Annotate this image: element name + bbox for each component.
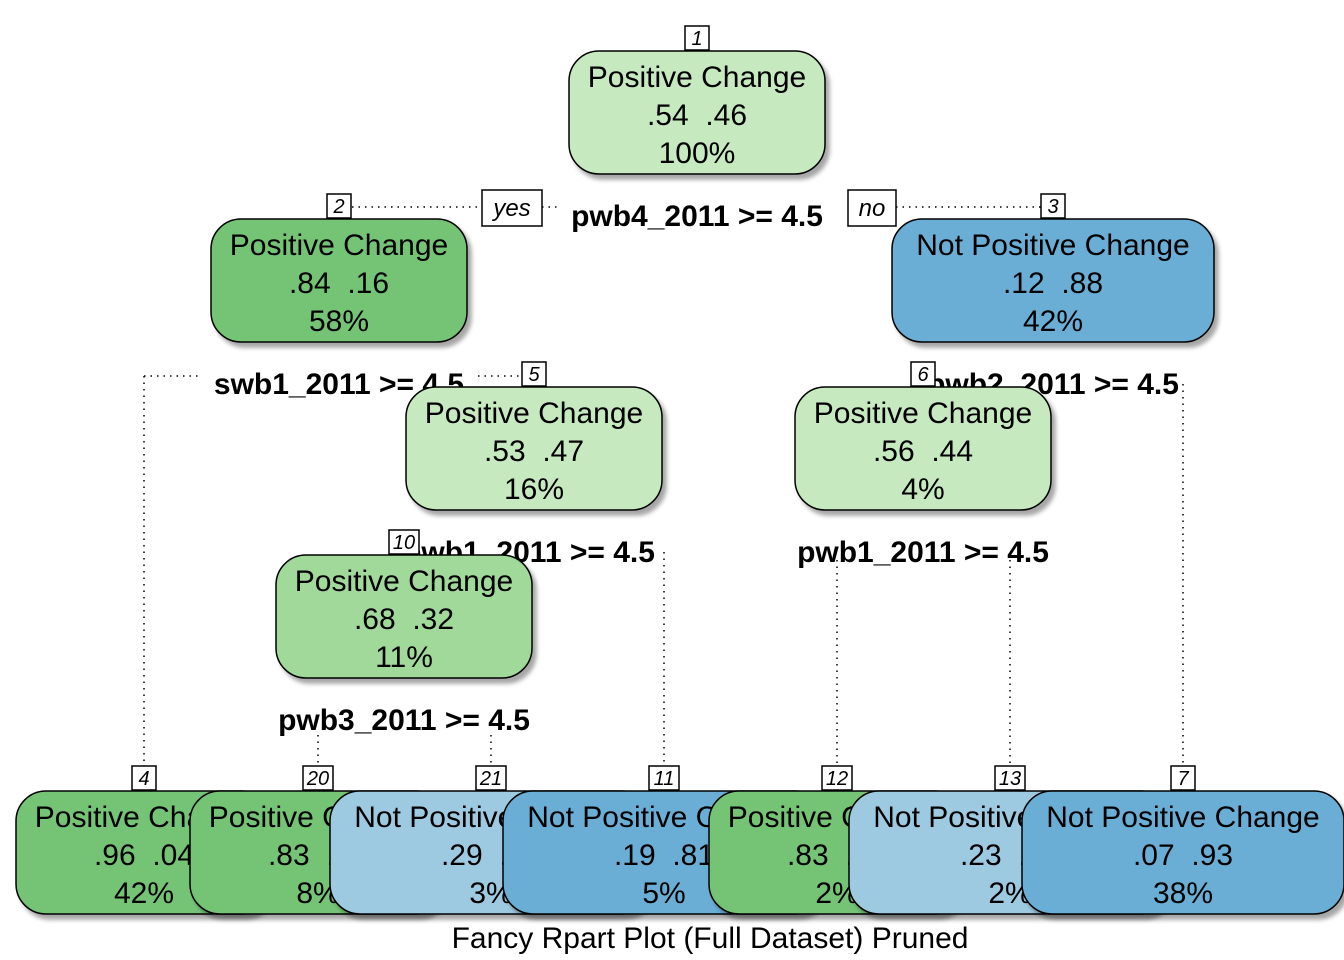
node-number: 20 xyxy=(302,765,334,791)
yes-no-labels: yes no xyxy=(481,189,897,227)
node-probabilities: .53 .47 xyxy=(484,435,584,468)
node-percentage: 38% xyxy=(1153,877,1213,910)
node-box xyxy=(1021,790,1344,915)
node-number: 5 xyxy=(521,361,547,387)
node-number-label: 10 xyxy=(393,532,415,554)
node-percentage: 16% xyxy=(504,473,564,506)
node-probabilities: .96 .04 xyxy=(94,839,194,872)
node-number-label: 2 xyxy=(332,196,344,218)
node-box xyxy=(405,386,663,511)
node-probabilities: .07 .93 xyxy=(1133,839,1233,872)
node-class-label: Positive Change xyxy=(814,397,1032,430)
node-number: 4 xyxy=(131,765,157,791)
split-condition-label: pwb4_2011 >= 4.5 xyxy=(571,200,823,233)
tree-node: Positive Change .56 .44 4% xyxy=(794,386,1052,511)
node-number: 2 xyxy=(326,193,352,219)
plot-caption: Fancy Rpart Plot (Full Dataset) Pruned xyxy=(452,922,969,955)
tree-node: Positive Change .68 .32 11% xyxy=(275,554,533,679)
node-number-label: 12 xyxy=(826,768,848,790)
node-probabilities: .56 .44 xyxy=(873,435,973,468)
node-percentage: 100% xyxy=(659,137,736,170)
node-number: 21 xyxy=(475,765,507,791)
node-probabilities: .19 .81 xyxy=(614,839,714,872)
split-condition-label: pwb3_2011 >= 4.5 xyxy=(278,704,530,737)
tree-node: Positive Change .84 .16 58% xyxy=(210,218,468,343)
node-number-box xyxy=(684,25,710,51)
node-percentage: 4% xyxy=(901,473,944,506)
node-number-box xyxy=(521,361,547,387)
yes-box xyxy=(481,189,543,227)
node-percentage: 58% xyxy=(309,305,369,338)
node-number: 12 xyxy=(821,765,853,791)
node-number: 7 xyxy=(1170,765,1196,791)
no-box xyxy=(847,189,897,227)
node-number-label: 7 xyxy=(1177,768,1189,790)
node-percentage: 5% xyxy=(642,877,685,910)
node-number-box xyxy=(648,765,680,791)
node-number: 1 xyxy=(684,25,710,51)
node-number-box xyxy=(821,765,853,791)
node-class-label: Positive Change xyxy=(588,61,806,94)
node-number: 3 xyxy=(1040,193,1066,219)
node-probabilities: .54 .46 xyxy=(647,99,747,132)
node-number-label: 3 xyxy=(1047,196,1058,218)
node-number-box xyxy=(131,765,157,791)
node-number-box xyxy=(994,765,1026,791)
tree-node: Positive Change .53 .47 16% xyxy=(405,386,663,511)
node-probabilities: .12 .88 xyxy=(1003,267,1103,300)
node-box xyxy=(891,218,1215,343)
node-box xyxy=(568,50,826,175)
node-number-box xyxy=(475,765,507,791)
node-box xyxy=(210,218,468,343)
tree-node: Positive Change .54 .46 100% xyxy=(568,50,826,175)
node-number-label: 4 xyxy=(138,768,149,790)
node-number: 13 xyxy=(994,765,1026,791)
node-percentage: 11% xyxy=(375,641,433,674)
node-number-box xyxy=(326,193,352,219)
node-class-label: Positive Change xyxy=(230,229,448,262)
no-label: no xyxy=(859,195,886,222)
node-class-label: Not Positive Change xyxy=(916,229,1190,262)
node-class-label: Not Positive Change xyxy=(1046,801,1320,834)
node-number-box xyxy=(1040,193,1066,219)
node-number-box xyxy=(388,529,420,555)
split-condition-label: pwb1_2011 >= 4.5 xyxy=(797,536,1049,569)
tree-node: Not Positive Change .12 .88 42% xyxy=(891,218,1215,343)
yes-label: yes xyxy=(491,195,530,222)
node-number-box xyxy=(302,765,334,791)
node-number-label: 11 xyxy=(654,768,675,790)
node-class-label: Positive Change xyxy=(425,397,643,430)
node-number-label: 13 xyxy=(999,768,1021,790)
tree-node: Not Positive Change .07 .93 38% xyxy=(1021,790,1344,915)
node-class-label: Positive Change xyxy=(295,565,513,598)
node-number: 10 xyxy=(388,529,420,555)
node-probabilities: .68 .32 xyxy=(354,603,454,636)
node-number-label: 20 xyxy=(306,768,329,790)
node-number-box xyxy=(910,361,936,387)
node-box xyxy=(794,386,1052,511)
node-number-label: 21 xyxy=(479,768,502,790)
node-number-label: 1 xyxy=(691,28,702,50)
node-number-label: 6 xyxy=(917,364,929,386)
node-number: 6 xyxy=(910,361,936,387)
node-number: 11 xyxy=(648,765,680,791)
node-probabilities: .84 .16 xyxy=(289,267,389,300)
node-box xyxy=(275,554,533,679)
node-number-box xyxy=(1170,765,1196,791)
node-number-label: 5 xyxy=(528,364,540,386)
node-percentage: 42% xyxy=(1023,305,1083,338)
node-percentage: 42% xyxy=(114,877,174,910)
